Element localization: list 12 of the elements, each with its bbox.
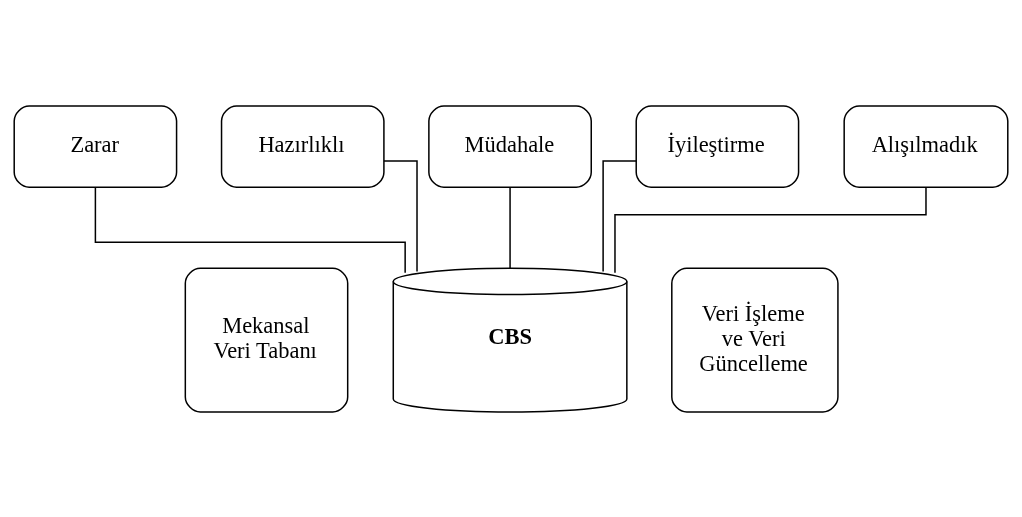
node-box: İyileştirme: [635, 104, 800, 188]
node-box: Mekansal Veri Tabanı: [184, 267, 349, 413]
node-box: Müdahale: [428, 104, 592, 188]
connector: [602, 159, 637, 272]
node-box: Hazırlıklı: [220, 104, 385, 188]
connector: [383, 159, 418, 272]
connector: [509, 186, 511, 269]
node-box: Zarar: [13, 104, 178, 188]
connector: [94, 186, 406, 273]
node-box: Veri İşleme ve Veri Güncelleme: [671, 267, 839, 413]
node-box: Alışılmadık: [843, 104, 1009, 188]
connector: [614, 186, 927, 273]
